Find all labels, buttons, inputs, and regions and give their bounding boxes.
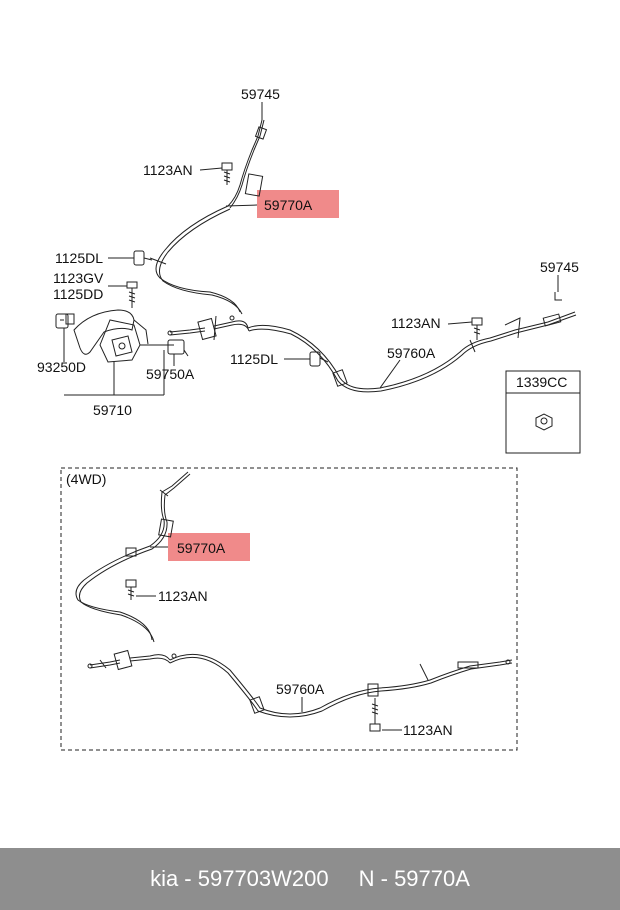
leader-lines-upper bbox=[63, 102, 559, 396]
label-59760A-4wd: 59760A bbox=[276, 681, 325, 697]
label-1123AN-4wd-b: 1123AN bbox=[403, 722, 453, 738]
label-93250D: 93250D bbox=[37, 359, 86, 375]
label-1123GV: 1123GV bbox=[53, 270, 104, 286]
footer-part-number: kia - 597703W200 bbox=[150, 866, 329, 891]
bolt-1123GV bbox=[126, 281, 138, 308]
parking-lever-assembly bbox=[73, 309, 162, 363]
bolt-1123AN-4wd-b bbox=[369, 698, 381, 732]
label-1123AN-top: 1123AN bbox=[143, 162, 193, 178]
bolt-1125DL-left bbox=[133, 250, 153, 266]
label-59750A: 59750A bbox=[146, 366, 195, 382]
bolt-1123AN-mid bbox=[471, 317, 483, 340]
equalizer-59750A bbox=[162, 339, 189, 357]
label-1125DL-left: 1125DL bbox=[55, 250, 103, 266]
label-59710: 59710 bbox=[93, 402, 132, 418]
center-cable-4wd bbox=[87, 649, 177, 671]
footer-reference: N - 59770A bbox=[358, 866, 470, 891]
leader-lines-4wd bbox=[136, 546, 402, 731]
bolt-1123AN-top bbox=[221, 162, 233, 185]
label-59770A-top: 59770A bbox=[264, 197, 313, 213]
label-1125DD: 1125DD bbox=[53, 286, 103, 302]
nut-1339CC bbox=[535, 413, 553, 431]
highlight-box-59770A-top bbox=[257, 190, 339, 218]
parking-brake-cable-diagram: 59745 1123AN 59770A 1125DL 1123GV 1125DD… bbox=[37, 86, 581, 751]
label-1339CC: 1339CC bbox=[516, 374, 567, 390]
part-box-1339CC bbox=[505, 370, 581, 454]
front-cable-4wd bbox=[75, 471, 191, 643]
rear-cable-59760A bbox=[247, 292, 577, 393]
label-59745-right: 59745 bbox=[540, 259, 579, 275]
label-59745-top: 59745 bbox=[241, 86, 280, 102]
part-number-footer: kia - 597703W200 N - 59770A bbox=[0, 848, 620, 910]
label-4wd-section: (4WD) bbox=[66, 471, 106, 487]
label-1125DL-mid: 1125DL bbox=[230, 351, 278, 367]
section-4wd-frame bbox=[60, 467, 518, 751]
label-1123AN-4wd-a: 1123AN bbox=[158, 588, 208, 604]
label-1123AN-mid: 1123AN bbox=[391, 315, 441, 331]
label-59770A-4wd: 59770A bbox=[177, 540, 226, 556]
switch-93250D bbox=[55, 313, 75, 329]
front-cable bbox=[149, 119, 268, 315]
highlight-box-59770A-4wd bbox=[168, 533, 250, 561]
rear-cable-4wd bbox=[169, 653, 513, 718]
bolt-1123AN-4wd-a bbox=[125, 579, 137, 600]
label-59760A-top: 59760A bbox=[387, 345, 436, 361]
center-cable-section bbox=[167, 315, 250, 341]
